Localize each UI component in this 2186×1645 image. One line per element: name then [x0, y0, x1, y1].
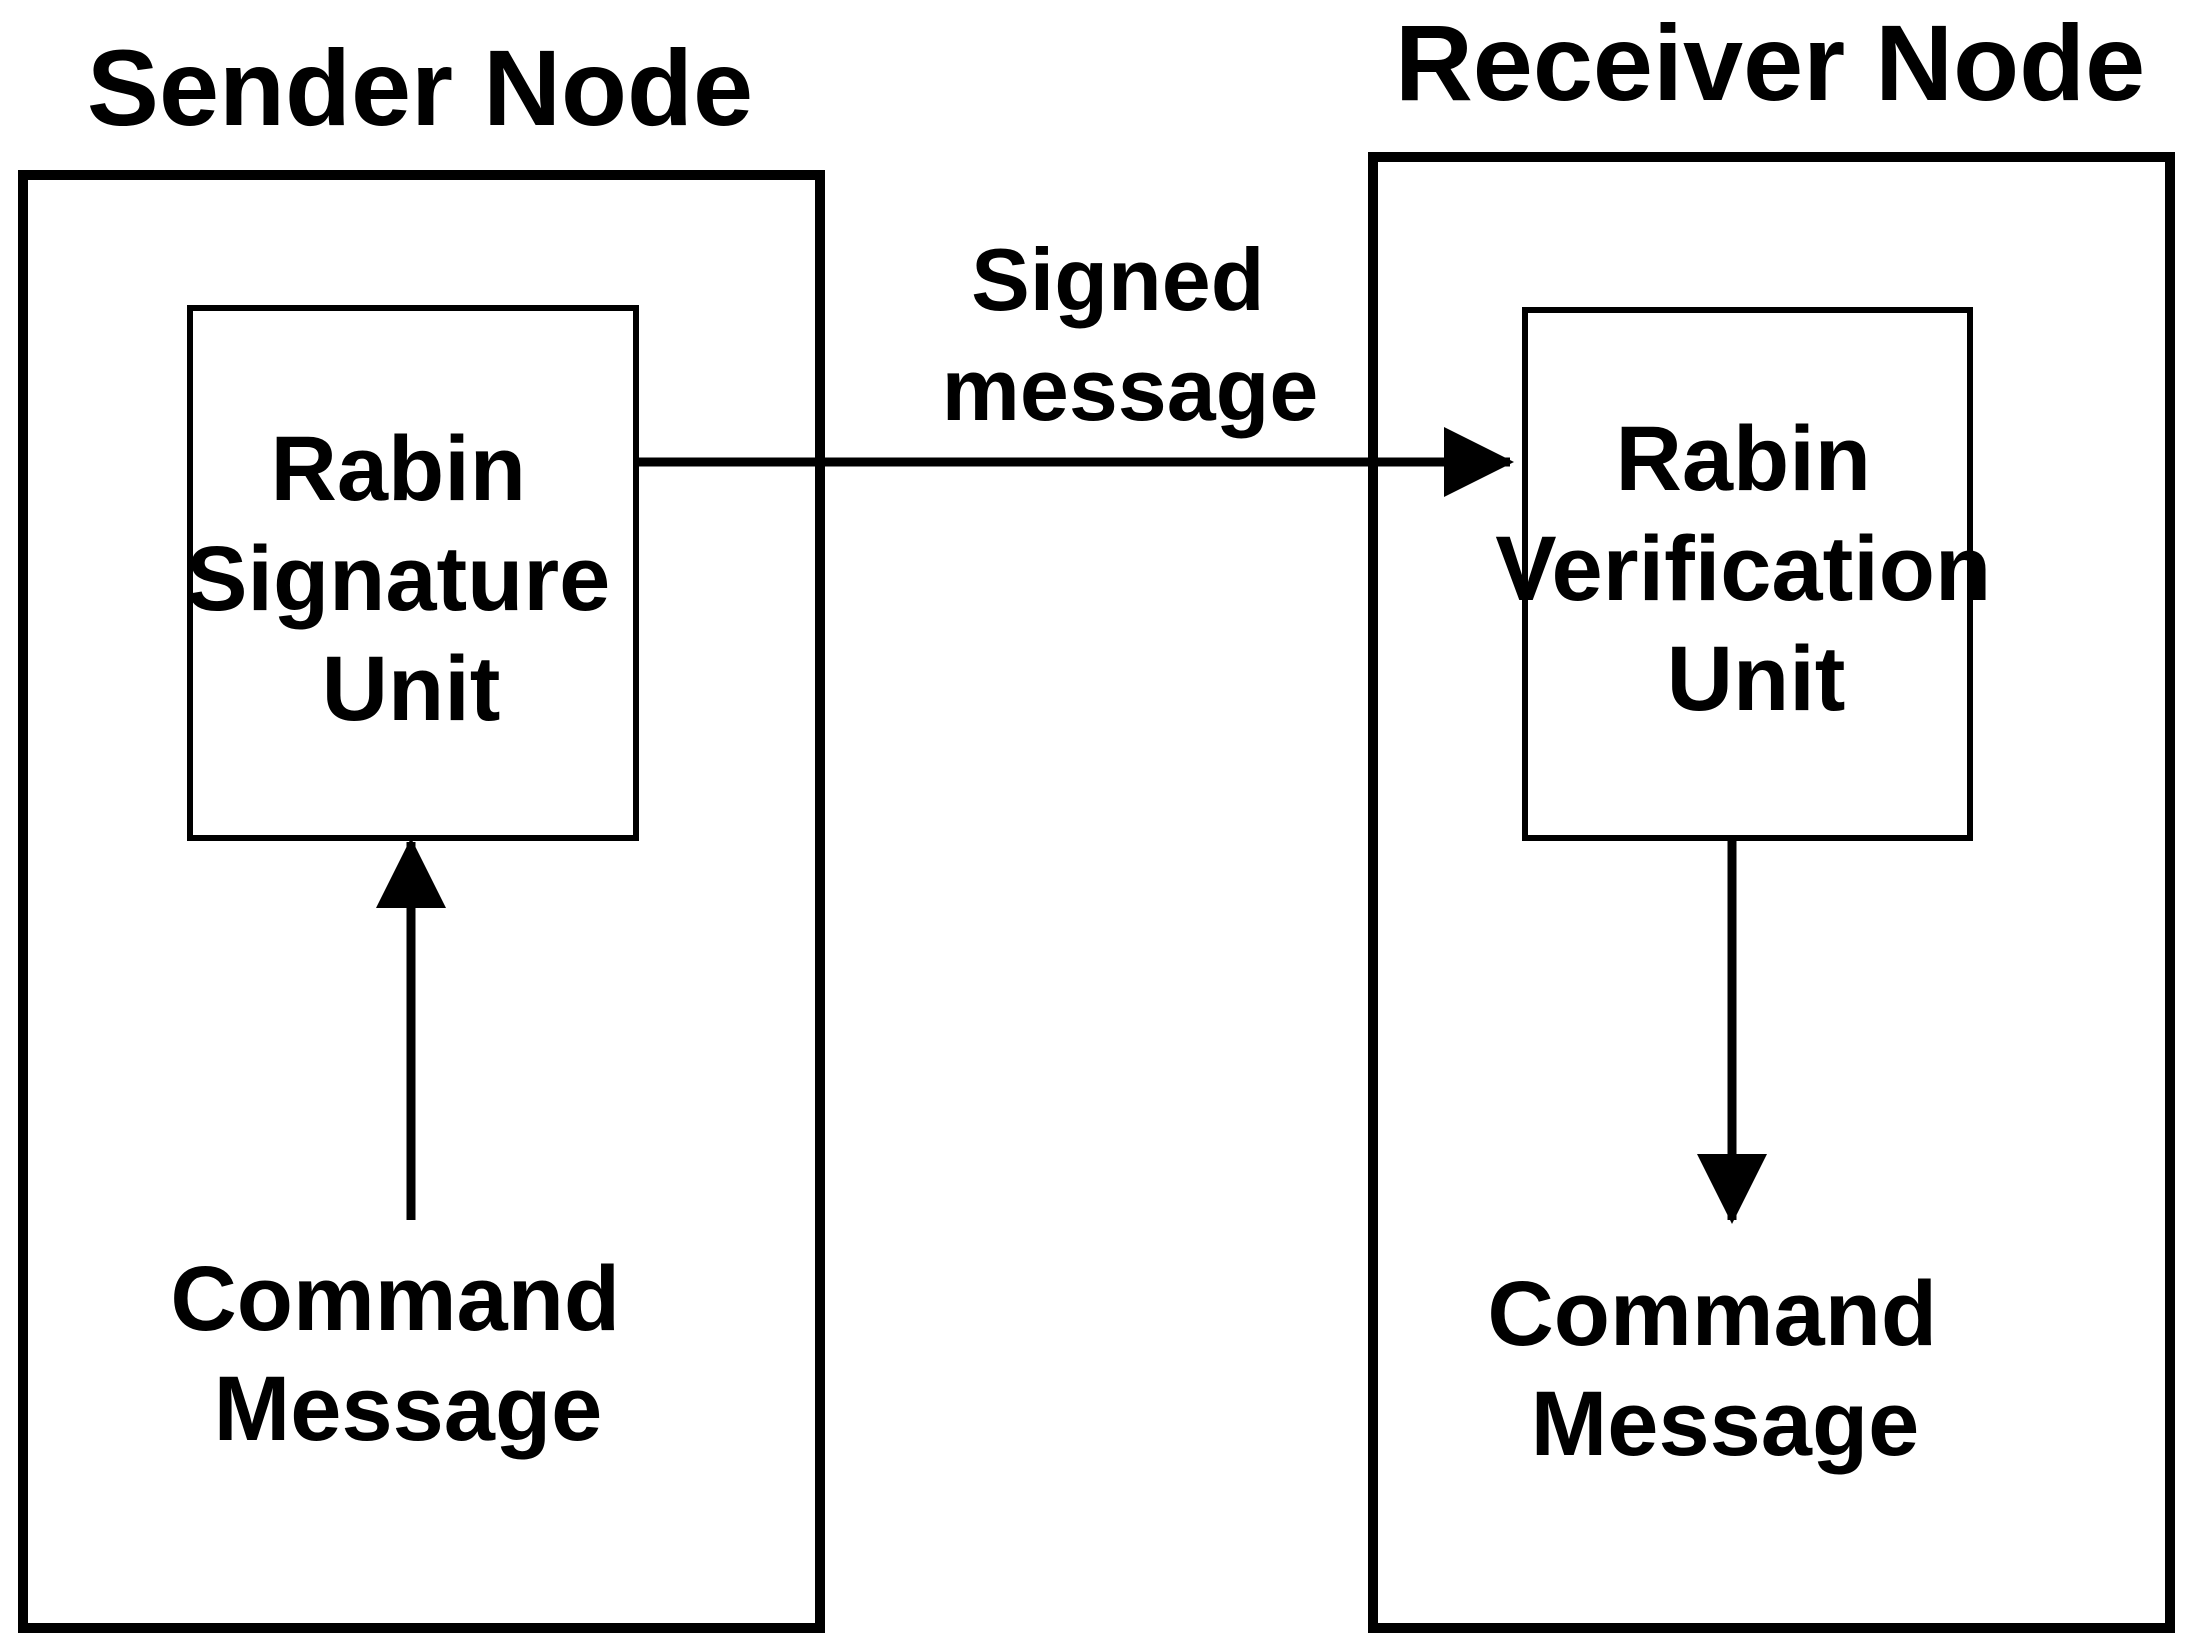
rabin-verification-unit-line-3: Unit	[1667, 628, 1846, 730]
sender-command-message-label: Command Message	[170, 1248, 645, 1460]
receiver-node-title: Receiver Node	[1395, 2, 2145, 123]
rabin-verification-unit-label: Rabin Verification Unit	[1495, 408, 2017, 730]
rabin-signature-unit-line-1: Rabin	[270, 418, 526, 520]
receiver-command-message-line-2: Message	[1531, 1373, 1920, 1475]
rabin-signature-unit-label: Rabin Signature Unit	[186, 418, 636, 740]
rabin-verification-unit-box	[1522, 307, 1973, 841]
signed-message-line-2: message	[942, 340, 1319, 439]
rabin-verification-unit-line-1: Rabin	[1615, 408, 1871, 510]
receiver-command-message-label: Command Message	[1487, 1263, 1962, 1475]
sender-command-message-line-2: Message	[214, 1358, 603, 1460]
sender-node-title: Sender Node	[87, 27, 753, 148]
rabin-verification-unit-line-2: Verification	[1495, 518, 1991, 620]
signed-message-line-1: Signed	[971, 230, 1264, 329]
sender-command-message-line-1: Command	[170, 1248, 620, 1350]
signed-message-edge: Signed message	[636, 230, 1514, 497]
rabin-signature-unit-line-3: Unit	[322, 638, 501, 740]
receiver-node-box	[1368, 152, 2175, 1633]
signed-message-label: Signed message	[942, 230, 1319, 439]
sender-node: Sender Node Rabin Signature Unit Command…	[18, 27, 825, 1633]
sender-node-box	[18, 170, 825, 1633]
rabin-signature-unit-line-2: Signature	[186, 528, 610, 630]
receiver-command-message-line-1: Command	[1487, 1263, 1937, 1365]
receiver-node: Receiver Node Rabin Verification Unit Co…	[1368, 2, 2175, 1633]
